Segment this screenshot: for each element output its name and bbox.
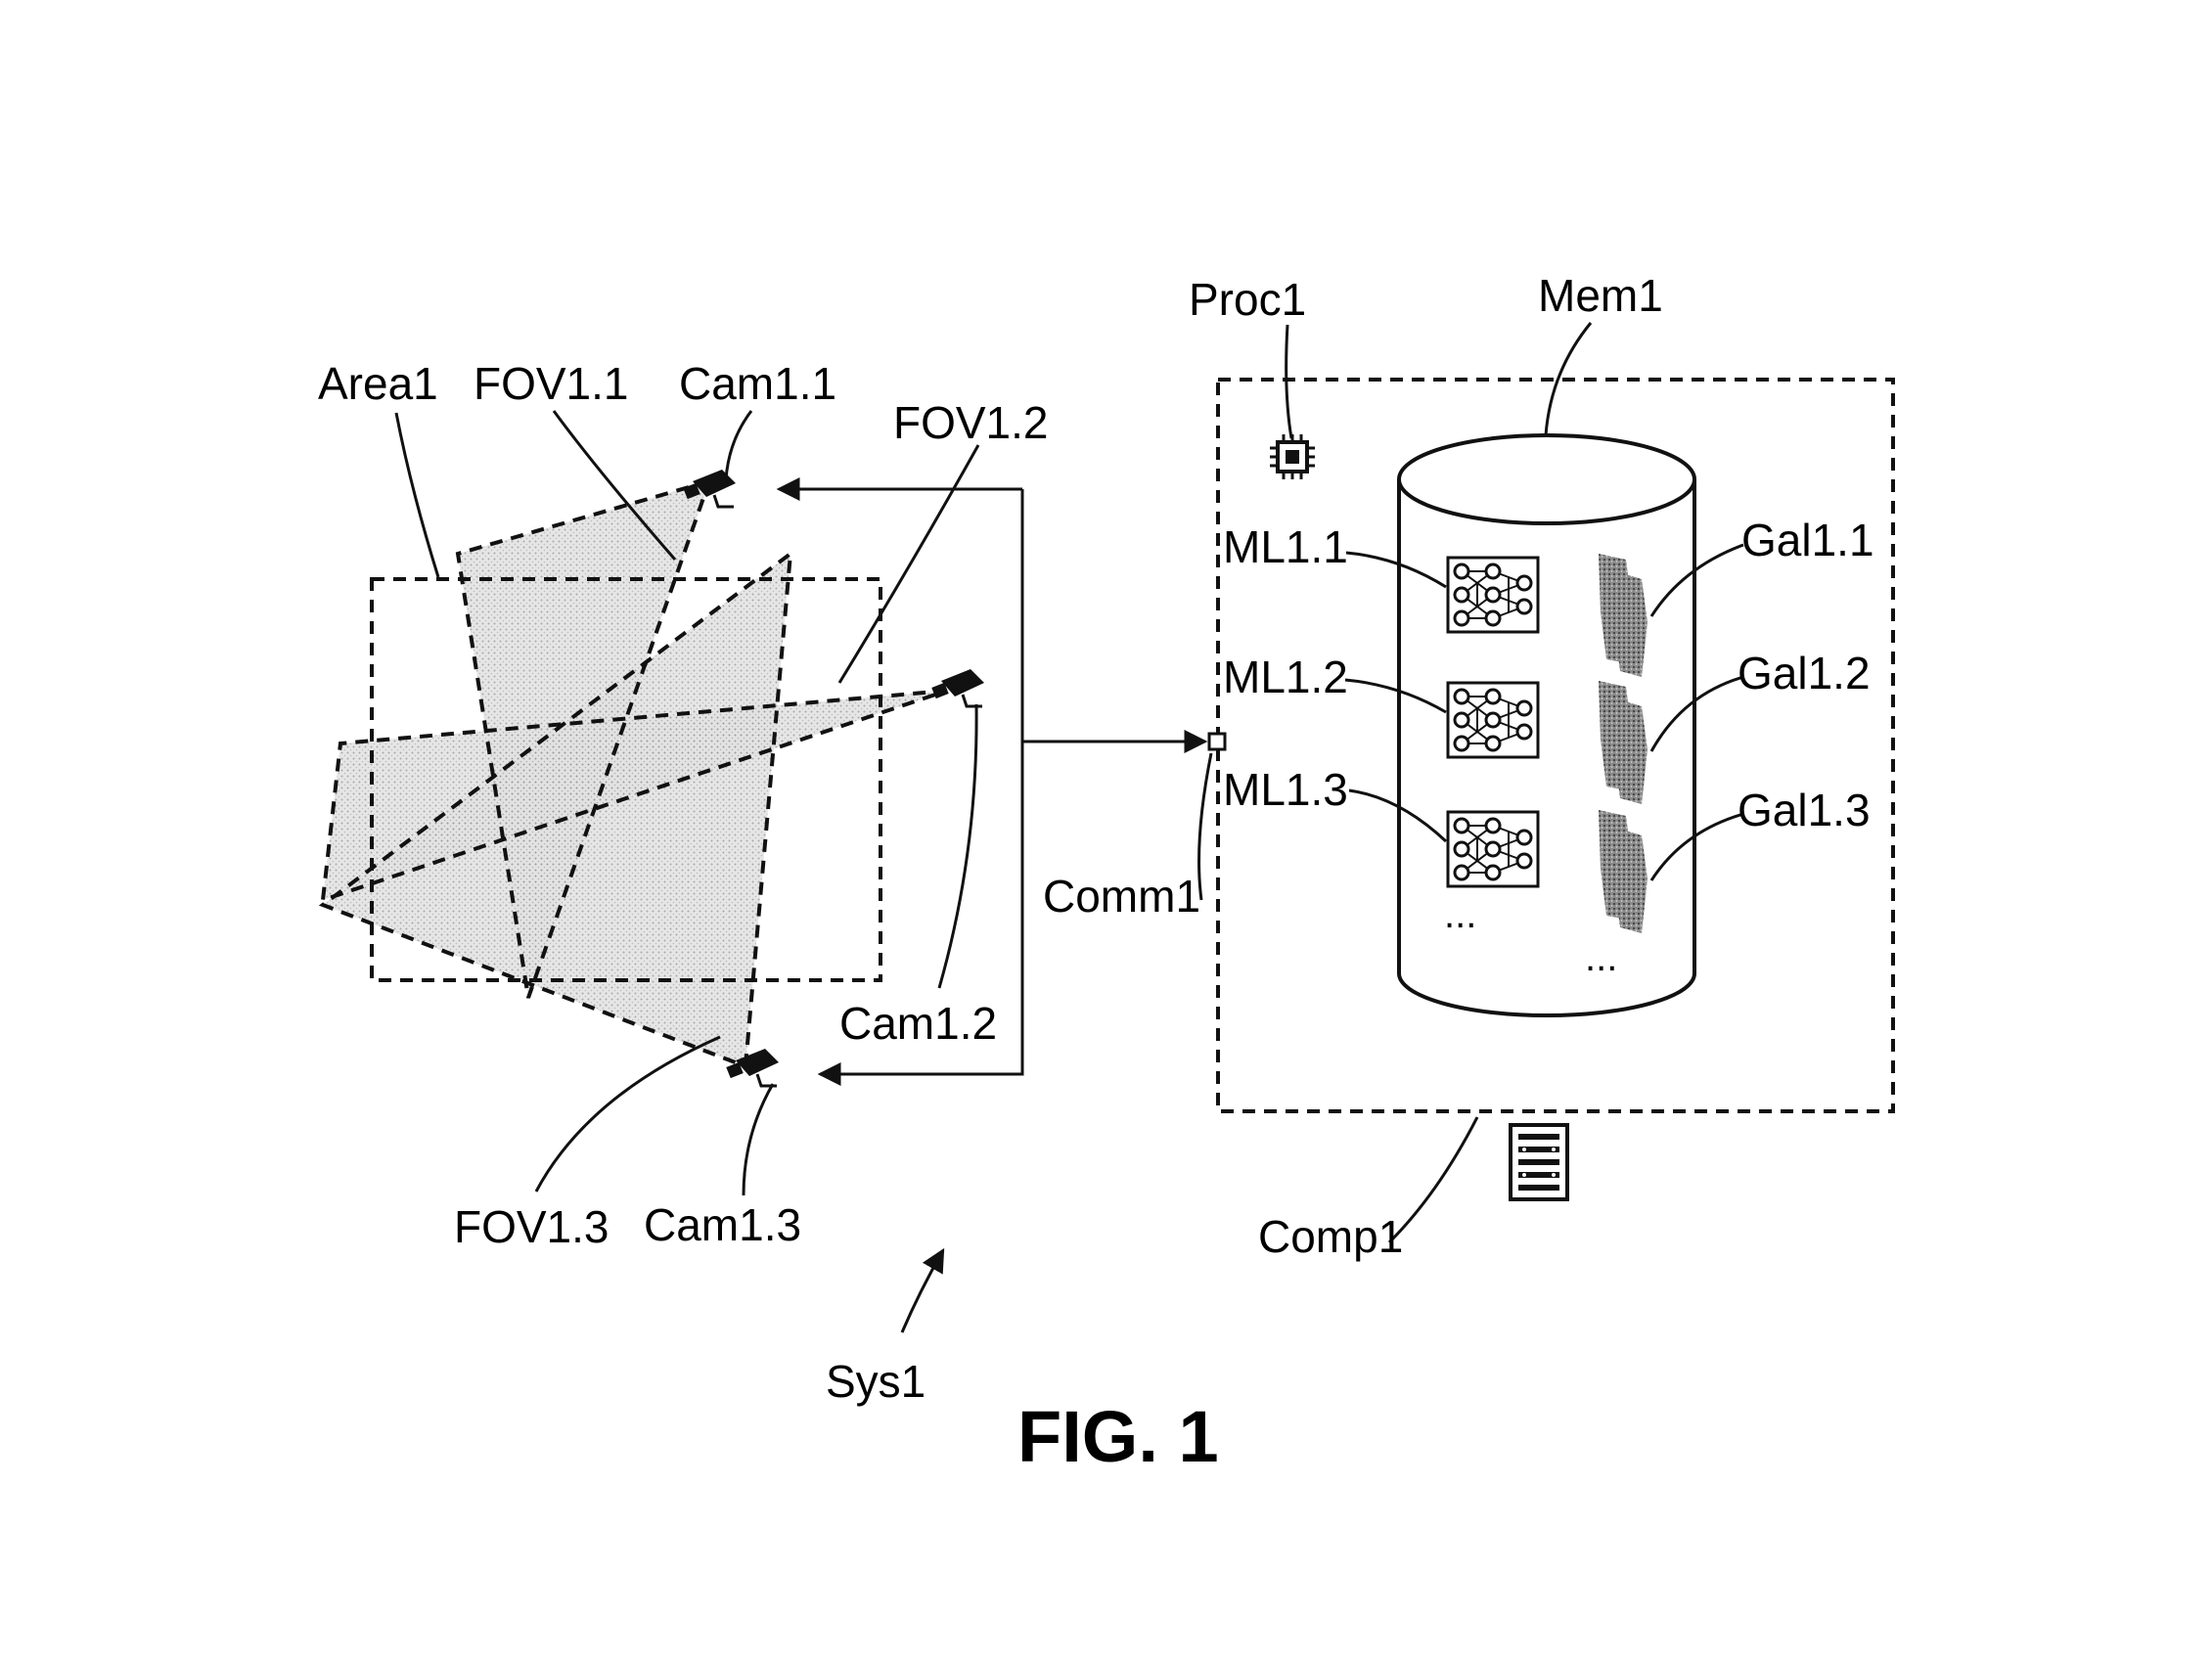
label-sys1: Sys1 [826,1356,925,1407]
ml-more-ellipsis: ... [1444,893,1476,936]
figure-title: FIG. 1 [1017,1396,1219,1477]
fov-1-3-outline [318,549,793,1069]
label-gal1-2: Gal1.2 [1738,648,1871,698]
label-cam1-3: Cam1.3 [644,1199,801,1250]
fov-1-3-field [323,554,790,1066]
label-gal1-1: Gal1.1 [1741,515,1874,565]
link-cam-1-1 [779,489,1024,743]
neural-network-icon [1446,810,1540,888]
label-area1: Area1 [318,358,438,409]
gal-more-ellipsis: ... [1585,936,1617,979]
camera-1-2-icon [929,667,986,708]
computing-device-boundary [1216,378,1895,1113]
label-ml1-1: ML1.1 [1223,521,1348,572]
area-boundary [370,577,882,982]
leader-lines-right [1197,322,1744,1244]
server-icon [1509,1123,1569,1201]
diagram-labels: Area1 FOV1.1 Cam1.1 FOV1.2 Cam1.2 FOV1.3… [318,270,1874,1477]
label-cam1-2: Cam1.2 [839,998,997,1049]
sys-pointer [900,1247,945,1333]
label-ml1-2: ML1.2 [1223,652,1348,702]
comm-interface-port[interactable] [1207,732,1227,751]
fov-1-2-outline [320,689,948,903]
link-cam-1-3 [817,743,1024,1086]
label-mem1: Mem1 [1538,270,1663,321]
label-proc1: Proc1 [1189,274,1306,325]
label-gal1-3: Gal1.3 [1738,785,1871,835]
label-fov1-2: FOV1.2 [893,397,1049,448]
fov-region [318,478,948,1069]
label-fov1-1: FOV1.1 [474,358,629,409]
processor-chip-icon [1270,434,1315,479]
label-comp1: Comp1 [1258,1211,1403,1262]
label-ml1-3: ML1.3 [1223,764,1348,815]
label-cam1-1: Cam1.1 [679,358,836,409]
label-fov1-3: FOV1.3 [454,1201,609,1252]
label-comm1: Comm1 [1043,871,1200,922]
leader-lines-left [394,410,980,1196]
neural-network-icon [1446,556,1540,634]
fov-1-1-outline [455,478,713,999]
neural-network-icon [1446,681,1540,759]
